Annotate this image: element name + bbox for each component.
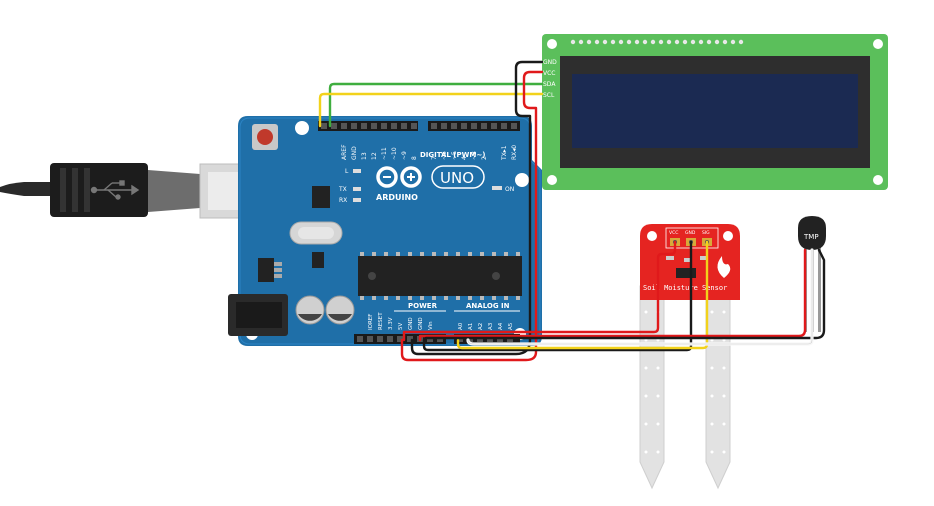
arduino-logo <box>376 166 422 188</box>
pin-label: 3.3V <box>388 317 394 330</box>
mounting-hole <box>873 39 883 49</box>
mounting-hole <box>515 173 529 187</box>
led-tx-label: TX <box>338 186 347 193</box>
capacitor <box>295 295 325 325</box>
lcd-module[interactable]: GND VCC SDA SCL <box>542 34 888 190</box>
capacitor <box>325 295 355 325</box>
pin-label: ~5 <box>451 151 458 160</box>
wire-lcd-vcc[interactable] <box>400 70 544 362</box>
digital-header[interactable] <box>318 121 520 131</box>
lcd-pin-scl: SCL <box>543 92 555 99</box>
pin-label: A3 <box>488 322 494 330</box>
wire-soil-vcc[interactable] <box>402 240 677 342</box>
sensor-pin-gnd: GND <box>685 230 696 236</box>
lcd-pin-vcc: VCC <box>543 70 555 77</box>
pin-label: A5 <box>508 322 514 330</box>
pin-label: 2 <box>481 156 488 160</box>
pin-label: 7 <box>431 156 438 160</box>
atmega-chip <box>358 252 522 300</box>
pin-label: A4 <box>498 322 504 330</box>
sensor-pin-sig: SIG <box>702 230 710 236</box>
uno-badge <box>431 165 485 189</box>
sensor-chip <box>676 268 696 278</box>
reset-button[interactable] <box>252 124 278 150</box>
soil-sensor-label: Soil Moisture Sensor <box>643 284 727 292</box>
mounting-hole <box>295 121 309 135</box>
lcd-pin-gnd: GND <box>543 59 557 66</box>
led-l <box>353 169 361 173</box>
power-label: POWER <box>408 302 438 310</box>
pin-label: GND <box>351 146 358 160</box>
pin-label: ~6 <box>441 151 448 160</box>
pin-label: 12 <box>371 152 378 160</box>
pin-label: A1 <box>468 323 474 330</box>
pin-label: GND <box>418 317 424 330</box>
usb-icon <box>90 180 140 200</box>
led-rx-label: RX <box>339 197 347 204</box>
wire-sda[interactable] <box>328 82 544 128</box>
led-on-label: ON <box>505 186 514 193</box>
pin-label: 4 <box>461 156 468 160</box>
pin-label: 13 <box>361 152 368 160</box>
led-tx <box>353 187 361 191</box>
pin-label: RX◂0 <box>511 145 518 160</box>
lcd-screen <box>572 74 858 148</box>
arduino-brand: ARDUINO <box>376 193 418 202</box>
wire-scl[interactable] <box>318 92 544 128</box>
led-l-label: L <box>345 168 349 175</box>
usb-chip <box>312 186 330 208</box>
pin-label: ~11 <box>381 147 388 160</box>
voltage-regulator <box>258 258 274 282</box>
led-on <box>492 186 502 190</box>
arduino-logo-symbols <box>383 173 415 181</box>
pin-label: GND <box>408 317 414 330</box>
mounting-hole <box>873 175 883 185</box>
arduino-model: UNO <box>440 169 474 187</box>
pin-label: IOREF <box>368 314 374 330</box>
pin-label: ~3 <box>471 151 478 160</box>
wire-tmp-vcc[interactable] <box>418 248 807 342</box>
mounting-hole <box>647 231 657 241</box>
digital-label: DIGITAL (PWM~) <box>420 151 485 159</box>
small-chip <box>312 252 324 268</box>
pin-label: TX▸1 <box>501 145 508 161</box>
mounting-hole <box>723 231 733 241</box>
lcd-pin-sda: SDA <box>543 81 556 88</box>
pin-label: 8 <box>411 156 418 160</box>
sensor-pin-vcc: VCC <box>669 230 678 236</box>
mounting-hole <box>547 175 557 185</box>
pin-label: AREF <box>341 144 348 160</box>
pin-label: ~10 <box>391 147 398 160</box>
pin-label: RESET <box>378 312 384 330</box>
usb-cable[interactable] <box>0 163 279 219</box>
wire-soil-sig[interactable] <box>456 240 709 350</box>
arduino-uno-board[interactable]: L TX RX ON ARDUINO UNO <box>228 116 542 346</box>
pin-label: 5V <box>398 323 404 330</box>
wire-lcd-gnd[interactable] <box>410 60 544 356</box>
pin-label: ~9 <box>401 151 408 160</box>
power-jack[interactable] <box>228 294 288 336</box>
wire-tmp-gnd[interactable] <box>424 248 826 340</box>
mounting-hole <box>547 39 557 49</box>
analog-label: ANALOG IN <box>466 302 510 310</box>
flame-icon <box>717 256 731 278</box>
pin-label: A2 <box>478 323 484 330</box>
led-rx <box>353 198 361 202</box>
pin-label: A0 <box>458 322 464 330</box>
temp-sensor-label: TMP <box>803 233 819 241</box>
lcd-pin-row <box>570 39 744 45</box>
pin-label: Vin <box>428 321 434 330</box>
